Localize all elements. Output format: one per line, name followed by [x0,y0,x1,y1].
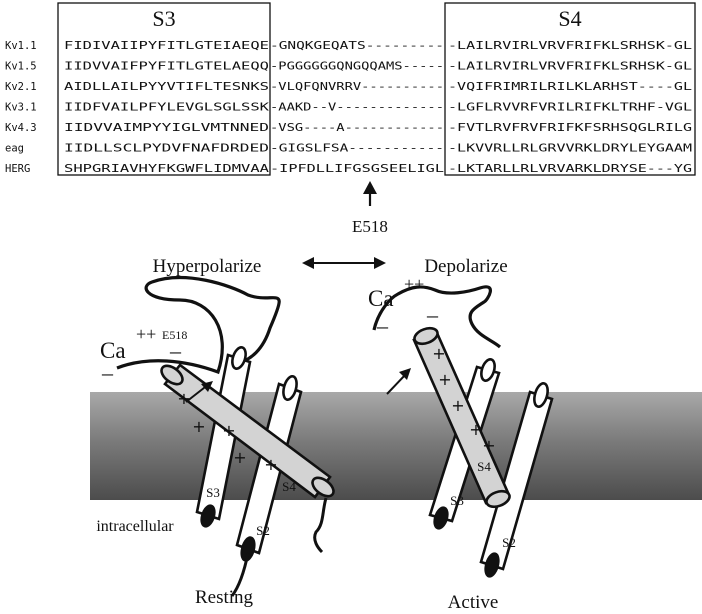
alignment-linker-eag: -GIGSLFSA----------- [270,143,444,155]
active-s2-helix [479,382,554,578]
alignment-s3-kv31: IIDFVAILPFYLEVGLSGLSSK [64,102,270,114]
ca-right-minus-1: – [376,313,389,338]
alignment-s4-kv31: -LGFLRVVRFVRILRIFKLTRHF-VGL [448,102,692,114]
channel-diagram: Hyperpolarize Depolarize [90,256,702,613]
active-label: Active [448,592,499,613]
alignment-s4-herg: -LKTARLLRLVRVARKLDRYSE---YG [448,163,692,175]
active-s3-s4-loop [372,285,502,349]
resting-s4-helix [160,363,335,499]
s4-box [444,2,696,176]
resting-s3-s4-loop [116,275,281,375]
resting-s3-helix [195,346,252,528]
membrane-band [90,392,702,500]
ca-right-minus-2: – [426,302,439,327]
active-s4-label: S4 [477,459,491,474]
alignment-s4-kv21: -VQIFRIMRILRILKLARHST----GL [448,81,692,93]
resting-plus-3: + [222,421,235,440]
resting-s4-tail [313,497,328,554]
alignment-s4-kv15: -LAILRVIRLVRVFRIFKLSRHSK-GL [448,61,692,73]
alignment-linker-kv15: -PGGGGGGQNGQQAMS----- [270,61,444,73]
active-plus-5: + [482,436,495,455]
active-s4-helix [412,326,511,509]
alignment-name-kv21: Kv2.1 [5,81,37,93]
active-s3-label: S3 [450,493,464,508]
resting-plus-2: + [192,417,205,436]
alignment-s3-herg: SHPGRIAVHYFKGWFLIDMVAA [64,163,270,175]
alignment-name-kv31: Kv3.1 [5,102,37,114]
alignment-name-herg: HERG [5,163,30,175]
alignment-name-kv11: Kv1.1 [5,40,37,52]
ca-left-label: Ca [100,338,126,363]
alignment-s4-kv11: -LAILRVIRLVRVFRIFKLSRHSK-GL [448,40,692,52]
alignment-s3-kv11: FIDIVAIIPYFITLGTEIAEQE [64,40,269,52]
active-plus-1: + [432,344,445,363]
s4-title: S4 [558,6,581,31]
hyperpolarize-label: Hyperpolarize [153,256,262,277]
double-arrow [302,257,386,269]
e518-arrow-head [363,181,377,194]
alignment-s4-eag: -LKVVRLLRLGRVVRKLDRYLEYGAAM [448,143,692,155]
ca-left-charge: ++ [136,324,156,344]
resting-plus-4: + [233,448,246,467]
resting-plus-1: + [177,389,190,408]
resting-s4-label: S4 [282,479,296,494]
alignment-s3-kv15: IIDVVAIFPYFITLGTELAEQQ [64,61,269,73]
alignment-name-kv15: Kv1.5 [5,61,37,73]
active-plus-3: + [451,396,464,415]
sequence-alignment: S3 S4 Kv1.1 FIDIVAIIPYFITLGTEIAEQE-GNQKGE… [5,2,696,236]
resting-channel: + + + + + S3 S4 S2 Ca ++ – – E518 intrac… [96,275,335,608]
resting-s2-tail [230,552,250,597]
e518-marker-label: E518 [352,217,388,236]
e518-minus: – [169,338,182,363]
resting-label: Resting [195,587,254,608]
alignment-s4-kv43: -FVTLRVFRVFRIFKFSRHSQGLRILG [448,122,692,134]
alignment-name-eag: eag [5,143,24,155]
alignment-linker-kv31: -AAKD--V------------- [270,102,444,114]
active-s2-label: S2 [502,535,516,550]
alignment-s3-kv43: IIDVVAIMPYYIGLVMTNNED [64,122,269,134]
alignment-name-kv43: Kv4.3 [5,122,37,134]
active-plus-4: + [469,420,482,439]
ca-right-label: Ca [368,286,394,311]
s3-box [57,2,271,176]
e518-small-label: E518 [162,328,187,342]
intracellular-label: intracellular [96,518,174,535]
ca-left-minus: – [101,360,114,385]
resting-s3-label: S3 [206,485,220,500]
alignment-linker-kv43: -VSG----A------------ [270,122,444,134]
alignment-s3-kv21: AIDLLAILPYYVTIFLTESNKS [64,81,269,93]
active-channel: + + + + + S3 S4 S2 Ca ++ – – Active [368,274,554,613]
resting-s2-label: S2 [256,523,270,538]
alignment-linker-herg: -IPFDLLIFGSGSEELIGL [270,163,444,175]
s3-title: S3 [152,6,175,31]
alignment-linker-kv21: -VLQFQNVRRV---------- [270,81,444,93]
active-movement-arrow [386,373,407,395]
active-plus-2: + [438,370,451,389]
alignment-linker-kv11: -GNQKGEQATS--------- [270,40,444,52]
ca-right-charge: ++ [404,274,424,294]
depolarize-label: Depolarize [424,256,507,277]
alignment-rows: Kv1.1 FIDIVAIIPYFITLGTEIAEQE-GNQKGEQATS--… [5,40,692,175]
resting-plus-5: + [264,455,277,474]
alignment-s3-eag: IIDLLSCLPYDVFNAFDRDED [64,143,269,155]
